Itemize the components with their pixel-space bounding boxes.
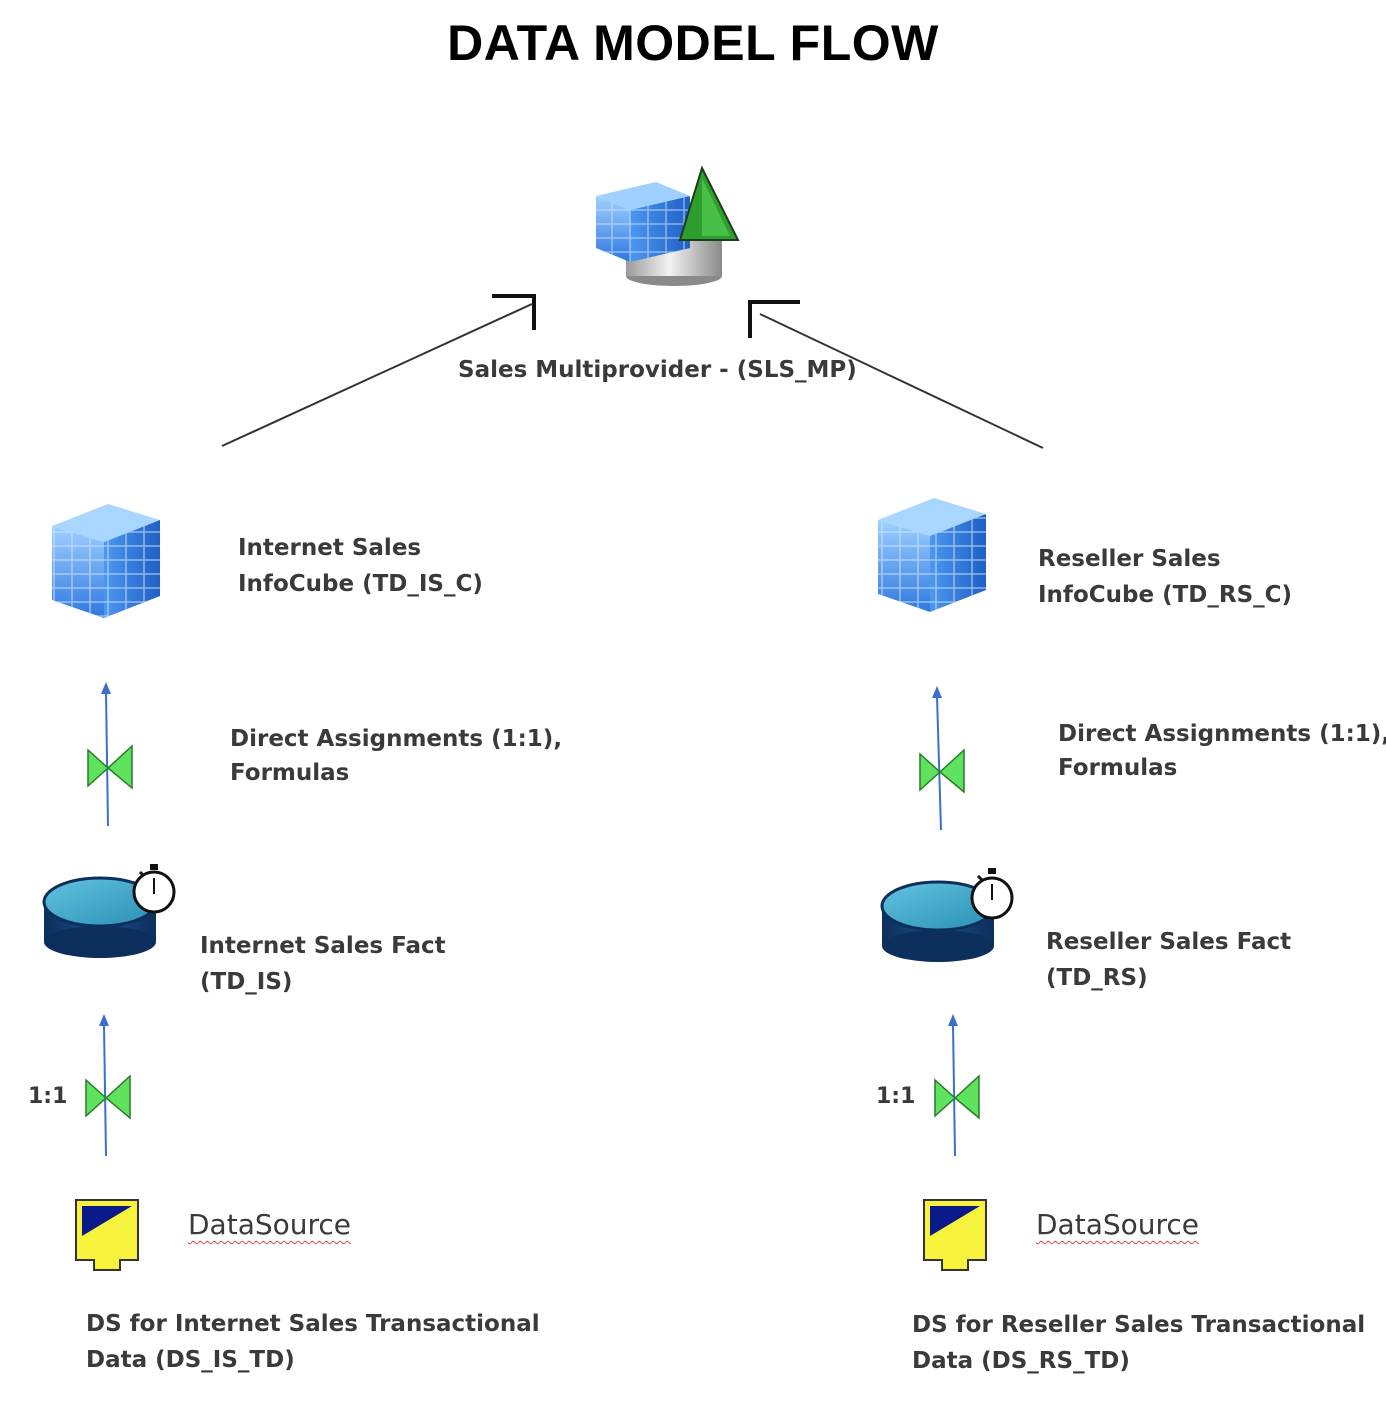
right-upper-arrow <box>932 686 942 831</box>
left-lower-transformation-icon <box>85 1074 131 1120</box>
right-dso-label-line2: (TD_RS) <box>1046 965 1148 991</box>
right-dso-label-line1: Reseller Sales Fact <box>1046 929 1292 955</box>
right-datasource-icon <box>923 1199 987 1271</box>
left-datasource-title: DataSource <box>188 1208 352 1241</box>
multiprovider-label: Sales Multiprovider - (SLS_MP) <box>458 357 857 383</box>
left-upper-arrow <box>101 682 111 827</box>
right-lower-transformation-icon <box>934 1074 980 1120</box>
right-lower-arrow <box>948 1014 958 1157</box>
left-transformation-label-line2: Formulas <box>230 760 350 786</box>
right-datasource-desc-line2: Data (DS_RS_TD) <box>912 1348 1130 1374</box>
right-dso-icon <box>880 880 996 962</box>
left-connector <box>221 294 536 447</box>
right-datasource-title: DataSource <box>1036 1208 1200 1241</box>
left-dso-icon <box>42 876 158 958</box>
left-stopwatch-icon <box>132 864 176 914</box>
right-infocube-label-line2: InfoCube (TD_RS_C) <box>1038 582 1293 608</box>
right-transformation-label-line1: Direct Assignments (1:1), <box>1058 721 1386 747</box>
left-ratio-label: 1:1 <box>28 1084 68 1109</box>
right-infocube-label-line1: Reseller Sales <box>1038 546 1221 572</box>
page-title: DATA MODEL FLOW <box>447 15 939 71</box>
left-infocube-label-line1: Internet Sales <box>238 535 422 561</box>
left-infocube-icon <box>52 504 160 618</box>
right-connector <box>748 300 1044 449</box>
right-upper-transformation-icon <box>919 748 965 794</box>
left-dso-label-line1: Internet Sales Fact <box>200 933 446 959</box>
multiprovider-icon <box>596 165 740 286</box>
left-infocube-label-line2: InfoCube (TD_IS_C) <box>238 571 483 597</box>
right-ratio-label: 1:1 <box>876 1084 916 1109</box>
right-transformation-label-line2: Formulas <box>1058 755 1178 781</box>
left-datasource-icon <box>75 1199 139 1271</box>
left-datasource-desc-line1: DS for Internet Sales Transactional <box>86 1311 540 1337</box>
left-datasource-desc-line2: Data (DS_IS_TD) <box>86 1347 295 1373</box>
right-stopwatch-icon <box>970 868 1014 920</box>
left-upper-transformation-icon <box>87 744 133 790</box>
left-transformation-label-line1: Direct Assignments (1:1), <box>230 726 563 752</box>
right-infocube-icon <box>878 498 986 612</box>
right-datasource-desc-line1: DS for Reseller Sales Transactional <box>912 1312 1366 1338</box>
left-dso-label-line2: (TD_IS) <box>200 969 293 995</box>
left-lower-arrow <box>99 1014 109 1157</box>
